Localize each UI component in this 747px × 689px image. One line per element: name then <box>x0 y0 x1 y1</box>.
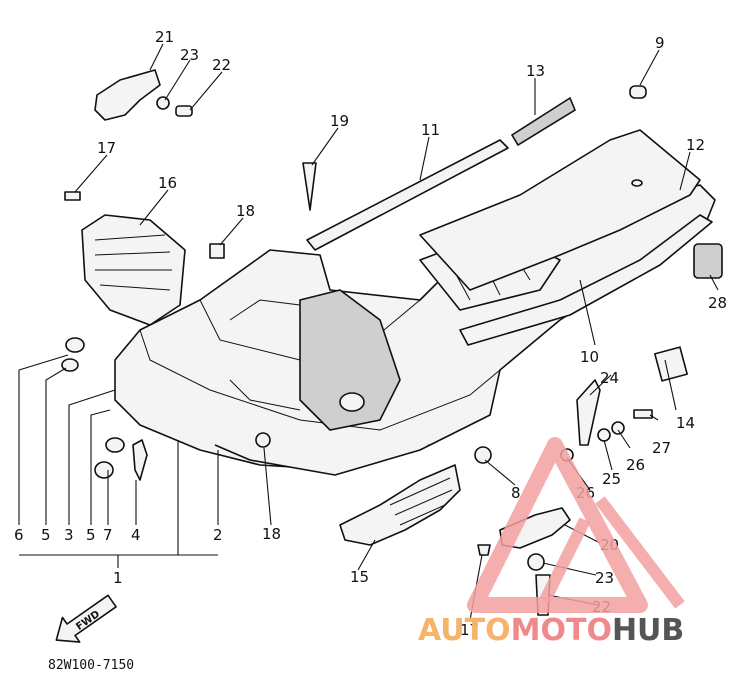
callout-9: 9 <box>655 34 665 52</box>
callout-14: 14 <box>676 414 695 432</box>
callout-26-right: 26 <box>626 456 645 474</box>
seat-plate <box>419 129 701 291</box>
frame-body <box>114 184 716 476</box>
callout-13: 13 <box>526 62 545 80</box>
callout-21: 21 <box>155 28 174 46</box>
callout-17-top: 17 <box>97 139 116 157</box>
leader-lines <box>18 43 719 621</box>
callout-4: 4 <box>131 526 141 544</box>
callout-28: 28 <box>708 294 727 312</box>
callout-16: 16 <box>158 174 177 192</box>
callout-11: 11 <box>421 121 440 139</box>
callout-19: 19 <box>330 112 349 130</box>
left-cover <box>81 214 186 326</box>
callout-23-bottom: 23 <box>595 569 614 587</box>
bracket-21 <box>94 69 161 121</box>
drawing-code: 82W100-7150 <box>48 658 134 673</box>
watermark: AUTOMOTOHUB <box>418 437 685 648</box>
callout-18-bottom: 18 <box>262 525 281 543</box>
callout-2: 2 <box>213 526 223 544</box>
lower-cover <box>339 464 461 546</box>
callout-22-top: 22 <box>212 56 231 74</box>
callout-18-top: 18 <box>236 202 255 220</box>
callout-10: 10 <box>580 348 599 366</box>
forward-arrow: FWD <box>55 594 117 643</box>
watermark-hub: HUB <box>612 613 684 648</box>
short-strip <box>510 96 577 147</box>
callout-24: 24 <box>600 369 619 387</box>
callout-17-bottom: 17 <box>460 621 479 639</box>
callout-6: 6 <box>14 526 24 544</box>
callout-5-left: 5 <box>41 526 51 544</box>
callout-5-right: 5 <box>86 526 96 544</box>
watermark-auto: AUTO <box>418 613 511 648</box>
callout-15: 15 <box>350 568 369 586</box>
callout-7: 7 <box>103 526 113 544</box>
callout-1: 1 <box>113 569 123 587</box>
callout-12: 12 <box>686 136 705 154</box>
callout-3: 3 <box>64 526 74 544</box>
callout-8: 8 <box>511 484 521 502</box>
callout-23-top: 23 <box>180 46 199 64</box>
long-strip <box>306 139 509 251</box>
callout-27: 27 <box>652 439 671 457</box>
side-rail <box>459 214 713 346</box>
callout-25: 25 <box>602 470 621 488</box>
watermark-text: AUTOMOTOHUB <box>418 613 684 648</box>
watermark-moto: MOTO <box>511 613 612 648</box>
